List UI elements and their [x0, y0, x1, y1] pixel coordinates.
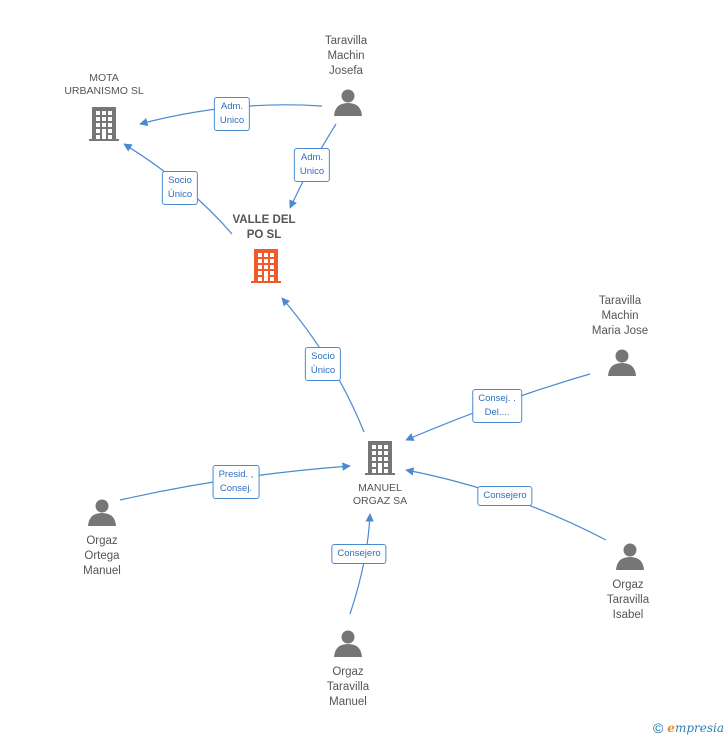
edge-badge-josefa-to-mota[interactable]: Adm. Unico: [213, 97, 251, 131]
edge-badge-mariajose-to-manuel_orgaz[interactable]: Consej. . Del....: [472, 389, 522, 423]
person-icon[interactable]: [616, 543, 644, 571]
edge-badge-ortega-to-manuel_orgaz[interactable]: Presid. , Consej.: [212, 465, 260, 499]
person-icon[interactable]: [334, 630, 362, 658]
brand-initial: e: [667, 721, 675, 735]
edge-badge-isabel-to-manuel_orgaz[interactable]: Consejero: [477, 486, 533, 506]
person-icon[interactable]: [88, 499, 116, 527]
brand-logo[interactable]: empresia: [667, 721, 724, 735]
edge-badge-manuel_orgaz-to-valle[interactable]: Socio Único: [304, 347, 342, 381]
building-icon[interactable]: [251, 249, 281, 283]
building-icon[interactable]: [89, 107, 119, 141]
edge-tmanuel-to-manuel_orgaz: [349, 513, 374, 615]
person-icon[interactable]: [608, 349, 636, 377]
edge-badge-tmanuel-to-manuel_orgaz[interactable]: Consejero: [331, 544, 387, 564]
nodes-layer: [88, 89, 644, 658]
person-icon[interactable]: [334, 89, 362, 117]
footer: © empresia: [653, 720, 724, 736]
brand-rest: mpresia: [674, 721, 724, 735]
copyright-symbol: ©: [652, 720, 664, 736]
building-icon[interactable]: [365, 441, 395, 475]
edge-badge-josefa-to-valle[interactable]: Adm. Unico: [293, 148, 331, 182]
edge-badge-valle-to-mota[interactable]: Socio Único: [161, 171, 199, 205]
